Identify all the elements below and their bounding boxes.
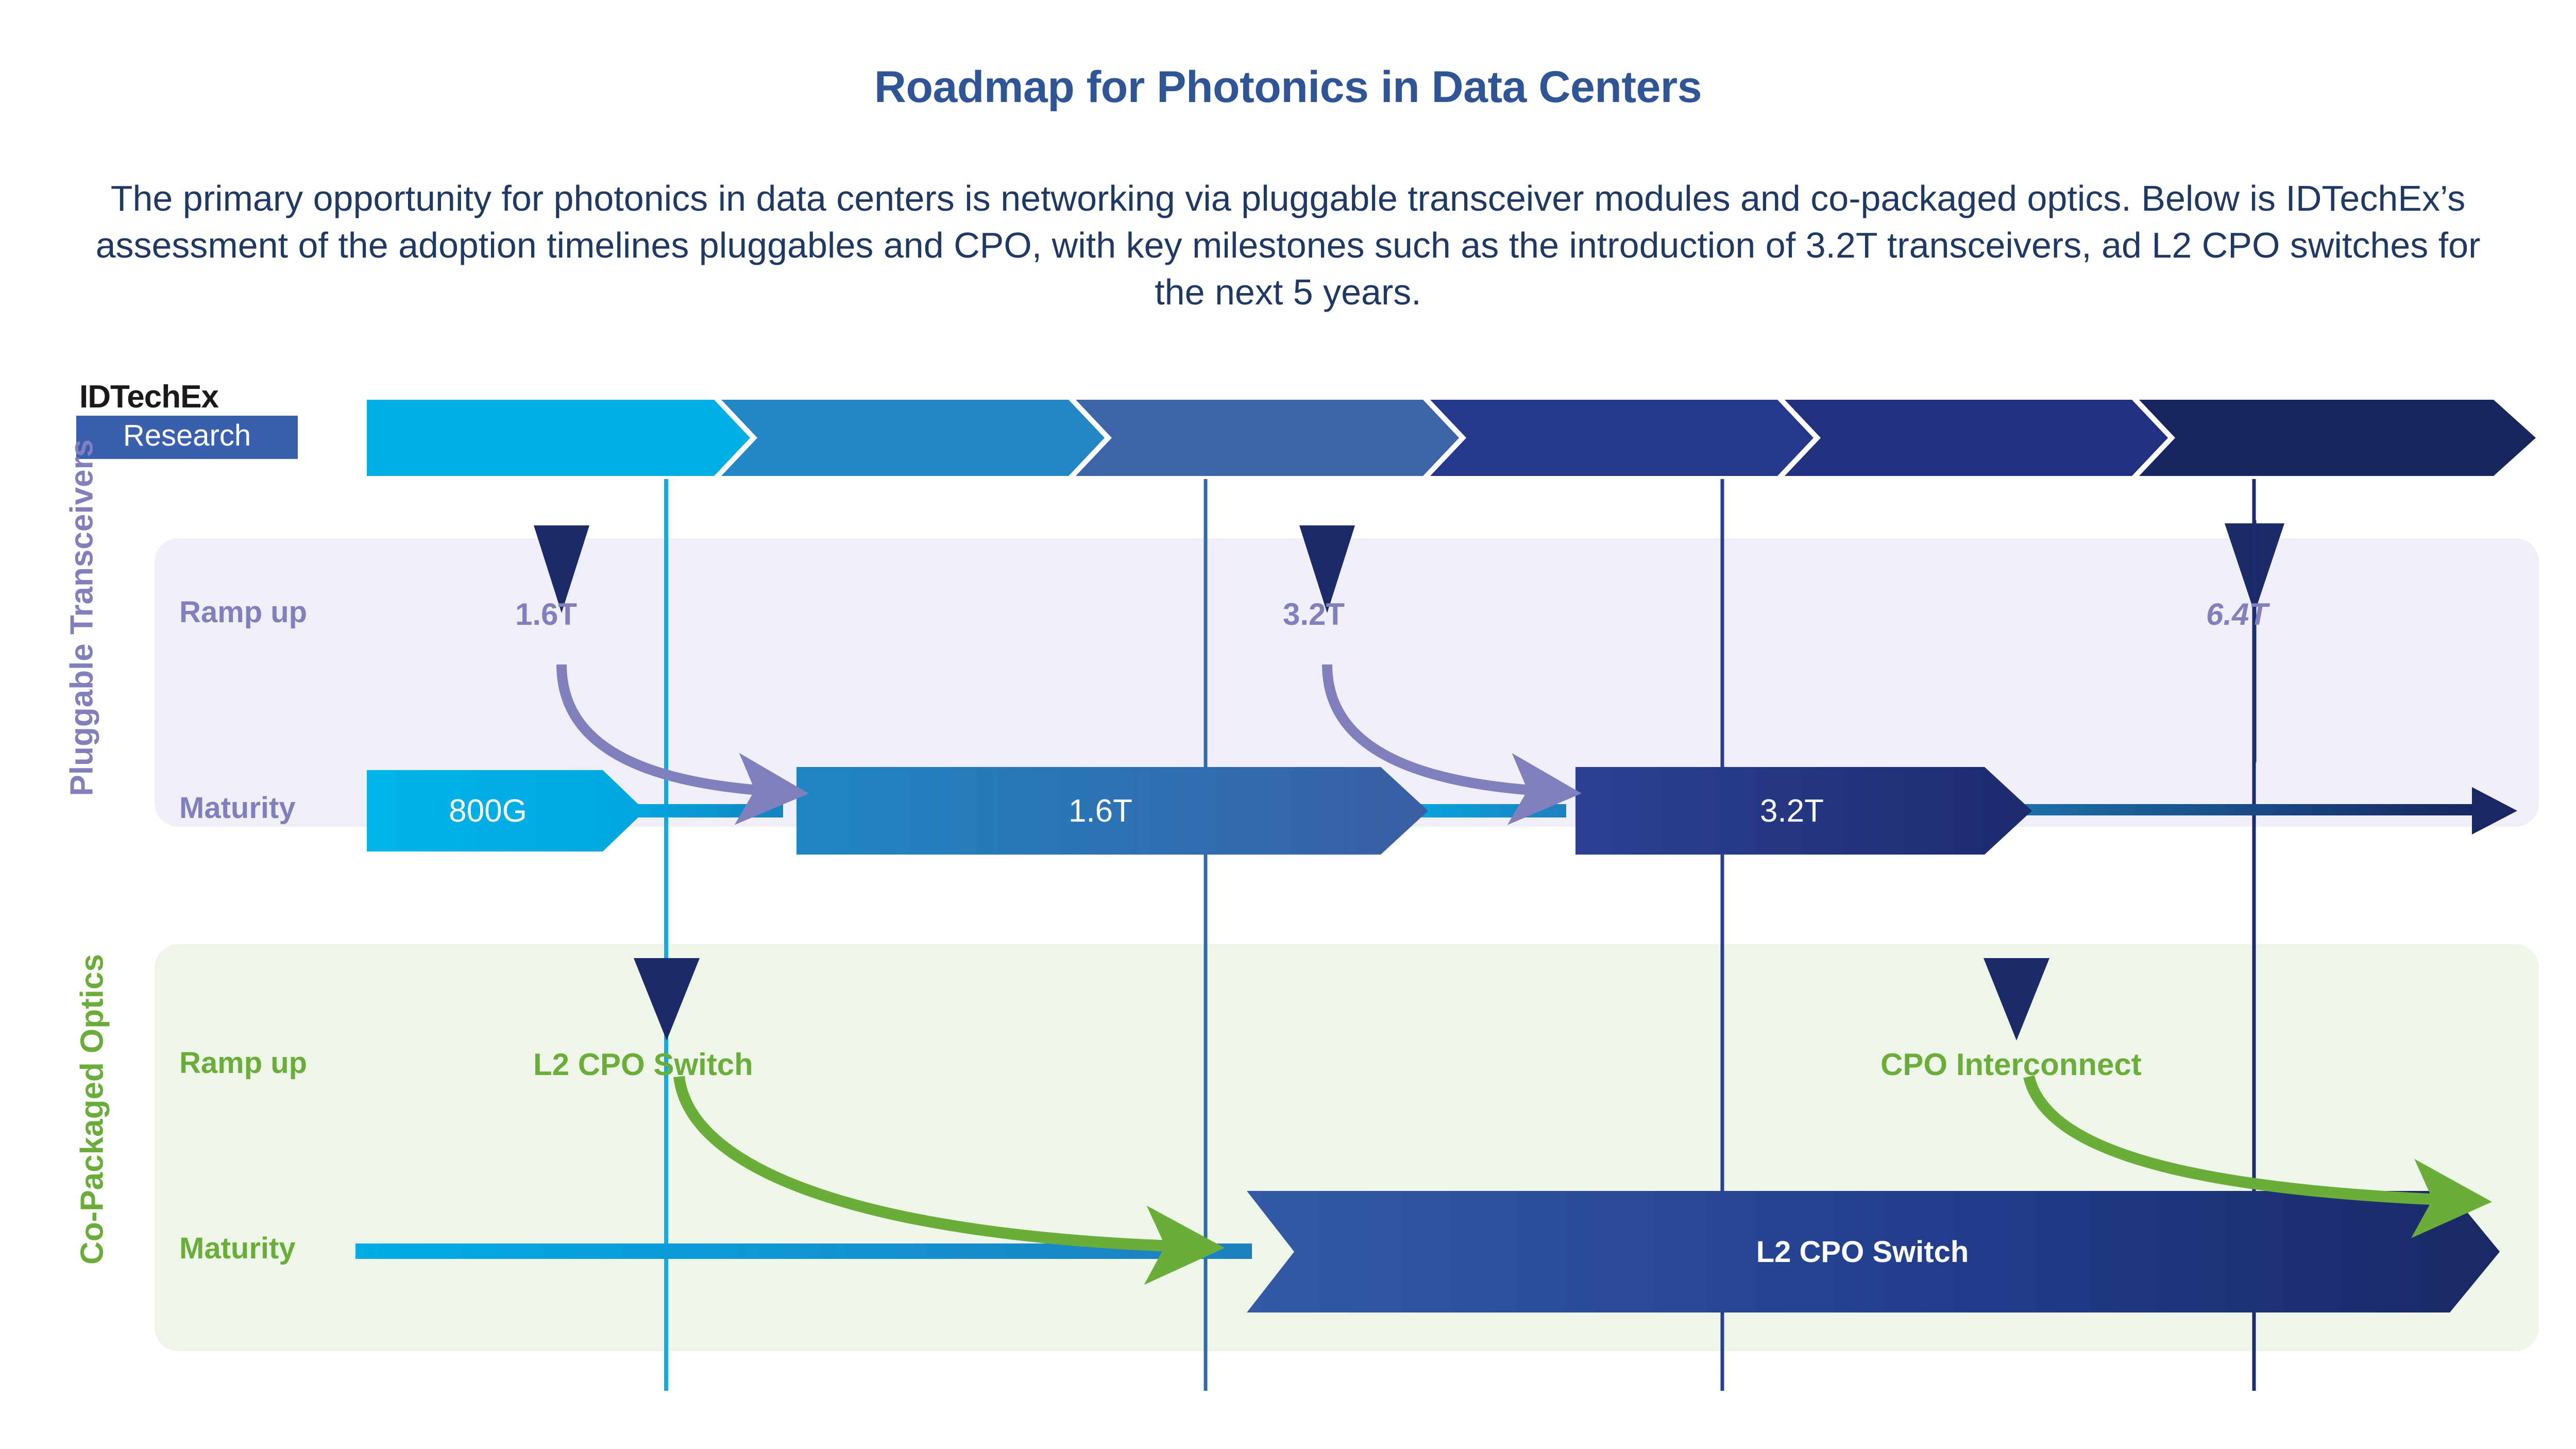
bar-label-800g: 800G	[449, 793, 527, 829]
page-title: Roadmap for Photonics in Data Centers	[874, 62, 1702, 112]
row-label-pluggable-maturity: Maturity	[179, 791, 296, 825]
row-label-cpo-maturity: Maturity	[179, 1232, 296, 1265]
milestone-label-cpo-interconnect[interactable]: CPO Interconnect	[1880, 1047, 2142, 1082]
logo-brand-text: IDTechEx	[79, 379, 219, 415]
bar-label-l2-cpo-switch: L2 CPO Switch	[1756, 1235, 1969, 1269]
year-label-2026[interactable]: 2026	[868, 16, 958, 60]
idtechex-logo: IDTechEx Research	[76, 380, 298, 459]
year-label-2025[interactable]: 2025	[514, 16, 603, 60]
milestone-label-64t[interactable]: 6.4T	[2206, 597, 2268, 632]
year-label-2030[interactable]: 2030	[2293, 16, 2382, 60]
row-label-pluggable-ramp-up: Ramp up	[179, 595, 308, 629]
logo-research-badge: Research	[76, 416, 298, 459]
bar-label-16t: 1.6T	[1068, 793, 1133, 829]
year-label-2029[interactable]: 2029	[1931, 16, 2021, 60]
section-label-text: Pluggable Transceivers	[64, 439, 100, 796]
milestone-label-16t[interactable]: 1.6T	[515, 597, 578, 632]
bar-label-32t: 3.2T	[1759, 793, 1824, 829]
milestone-label-l2-cpo-switch[interactable]: L2 CPO Switch	[533, 1047, 753, 1082]
section-label-text: Co-Packaged Optics	[74, 953, 110, 1265]
year-label-2027[interactable]: 2027	[1223, 16, 1312, 60]
milestone-label-32t[interactable]: 3.2T	[1283, 597, 1345, 632]
section-label-pluggable-transceivers: Pluggable Transceivers	[64, 439, 100, 796]
page-subtitle: The primary opportunity for photonics in…	[95, 178, 2481, 312]
row-label-cpo-ramp-up: Ramp up	[179, 1046, 308, 1080]
year-label-2028[interactable]: 2028	[1577, 16, 1667, 60]
section-label-co-packaged-optics: Co-Packaged Optics	[74, 949, 110, 1269]
timeline-year-bar	[367, 400, 2536, 476]
